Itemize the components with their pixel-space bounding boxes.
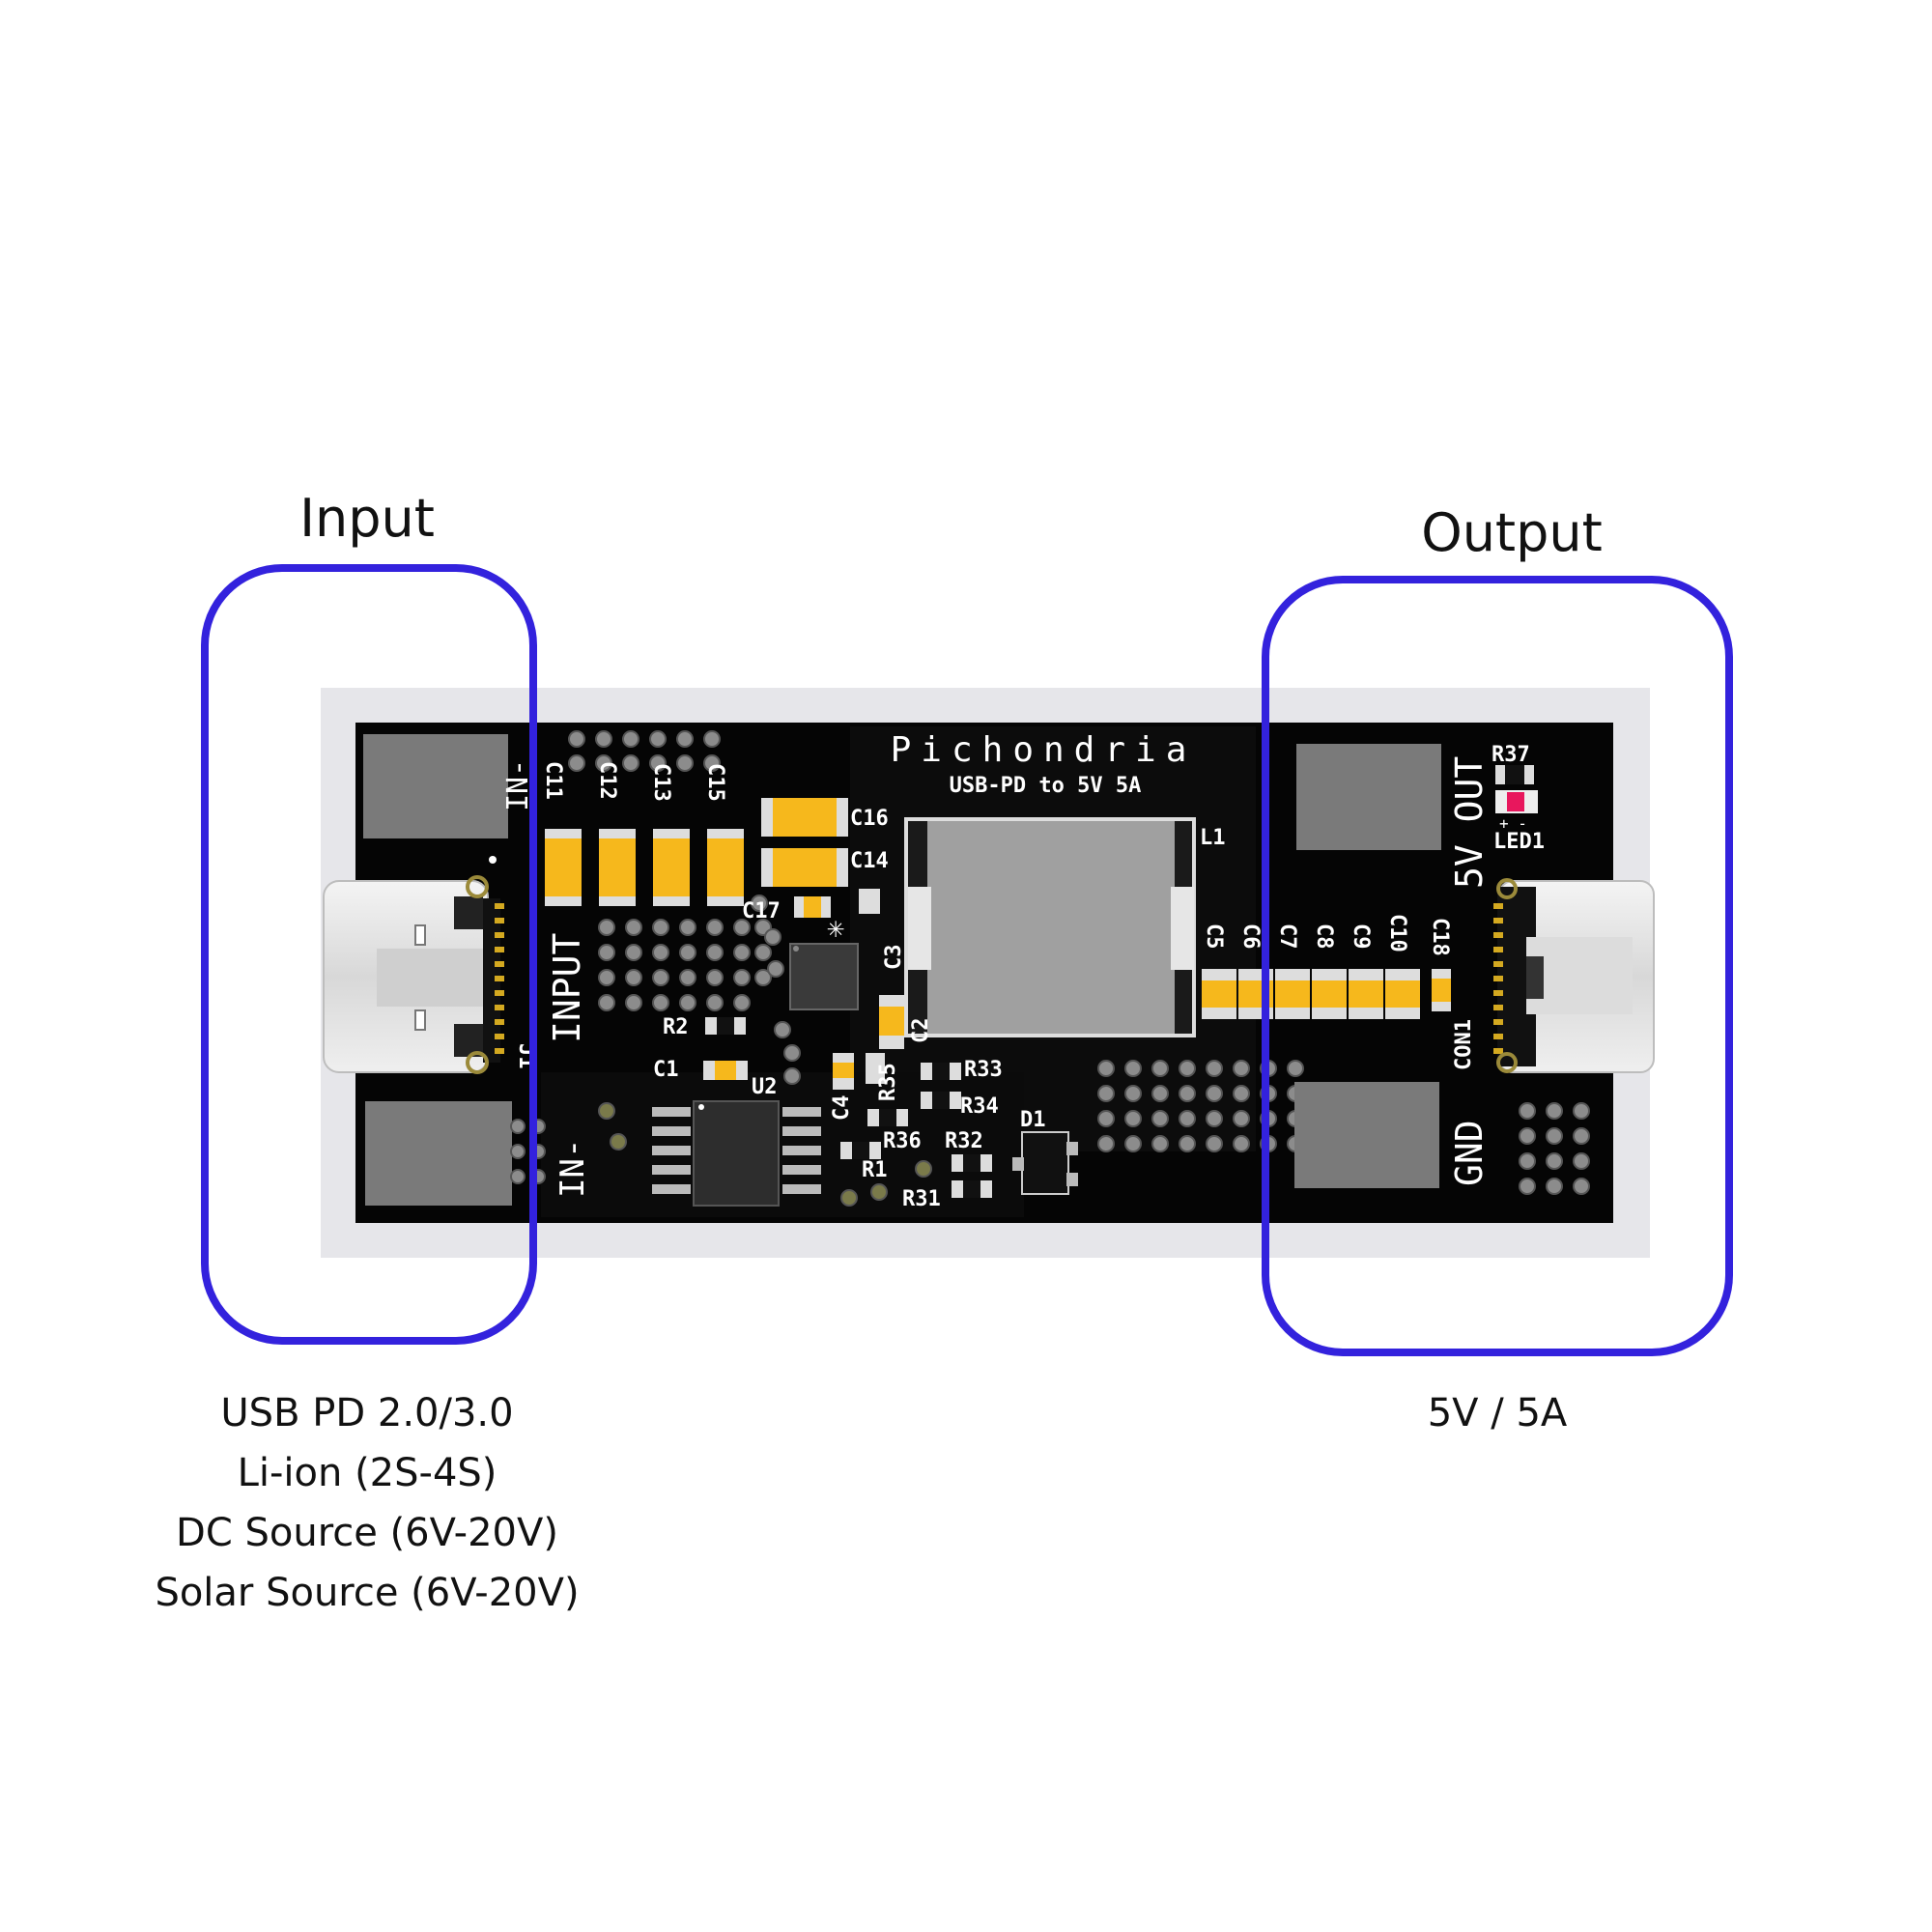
input-pad-bottom bbox=[365, 1101, 512, 1206]
silk-c15: C15 bbox=[703, 763, 727, 802]
silk-c14: C14 bbox=[850, 849, 889, 873]
silk-c10: C10 bbox=[1385, 914, 1409, 952]
silk-l1: L1 bbox=[1200, 826, 1226, 850]
silk-r36: R36 bbox=[883, 1129, 922, 1153]
silk-input: INPUT bbox=[546, 933, 588, 1043]
input-spec-li-ion: Li-ion (2S-4S) bbox=[237, 1451, 497, 1495]
output-title: Output bbox=[1421, 502, 1603, 563]
silk-gnd: GND bbox=[1448, 1120, 1491, 1186]
input-title: Input bbox=[299, 488, 435, 549]
silk-c8: C8 bbox=[1312, 923, 1336, 950]
silk-c4: C4 bbox=[830, 1095, 854, 1122]
output-specs: 5V / 5A bbox=[1427, 1391, 1568, 1435]
silk-c11: C11 bbox=[541, 761, 565, 800]
silk-c1: C1 bbox=[653, 1058, 679, 1082]
silk-c12: C12 bbox=[595, 761, 619, 800]
usb-c-output-connector bbox=[1493, 878, 1655, 1073]
bulk-capacitors bbox=[703, 798, 904, 1090]
silk-r31: R31 bbox=[902, 1187, 941, 1211]
silk-5v-out: 5V OUT bbox=[1448, 756, 1491, 889]
output-highlight-box bbox=[1262, 576, 1733, 1356]
silk-c2: C2 bbox=[909, 1018, 933, 1044]
board-name: Pichondria bbox=[891, 730, 1197, 770]
silk-c13: C13 bbox=[649, 763, 673, 802]
silk-r1: R1 bbox=[862, 1158, 888, 1182]
silk-star: ✳ bbox=[827, 911, 844, 945]
silk-r32: R32 bbox=[945, 1129, 983, 1153]
silk-led1: LED1 bbox=[1493, 830, 1545, 854]
board-subtitle: USB-PD to 5V 5A bbox=[950, 774, 1142, 798]
input-spec-dc-source: DC Source (6V-20V) bbox=[176, 1511, 558, 1555]
silk-r2: R2 bbox=[663, 1015, 689, 1039]
silk-in-minus-bottom: IN- bbox=[554, 1139, 592, 1198]
silk-c17: C17 bbox=[742, 899, 781, 923]
silk-plus-minus: + - bbox=[1499, 814, 1527, 833]
silk-c6: C6 bbox=[1238, 923, 1263, 950]
input-specs: USB PD 2.0/3.0 Li-ion (2S-4S) DC Source … bbox=[116, 1383, 618, 1623]
silk-c5: C5 bbox=[1202, 923, 1226, 950]
silk-u2: U2 bbox=[752, 1075, 778, 1099]
silk-r37: R37 bbox=[1492, 743, 1530, 767]
u2-ic bbox=[652, 1100, 821, 1207]
silk-c9: C9 bbox=[1349, 923, 1373, 950]
silk-c3: C3 bbox=[882, 945, 906, 971]
silk-d1: D1 bbox=[1020, 1108, 1046, 1132]
silk-c7: C7 bbox=[1275, 923, 1299, 950]
silk-c16: C16 bbox=[850, 807, 889, 831]
input-spec-usb-pd: USB PD 2.0/3.0 bbox=[220, 1391, 514, 1435]
output-pad-5v bbox=[1296, 744, 1441, 850]
silk-c18: C18 bbox=[1428, 918, 1452, 956]
input-capacitors bbox=[545, 829, 744, 906]
d1-diode bbox=[1012, 1131, 1078, 1195]
input-highlight-box bbox=[201, 564, 537, 1345]
output-pad-gnd bbox=[1294, 1082, 1439, 1188]
output-capacitors bbox=[1202, 969, 1451, 1019]
resistors bbox=[705, 1017, 992, 1198]
input-spec-solar-source: Solar Source (6V-20V) bbox=[155, 1571, 580, 1615]
silk-r34: R34 bbox=[960, 1094, 999, 1119]
silk-con1: CON1 bbox=[1452, 1019, 1476, 1070]
usb-c-input-connector bbox=[323, 856, 504, 1074]
input-pad-top bbox=[363, 734, 508, 838]
inductor-l1 bbox=[904, 817, 1196, 1037]
silk-r33: R33 bbox=[964, 1058, 1003, 1082]
silk-r35: R35 bbox=[876, 1063, 900, 1101]
led1 bbox=[1495, 765, 1538, 813]
buck-controller-ic bbox=[789, 943, 859, 1010]
